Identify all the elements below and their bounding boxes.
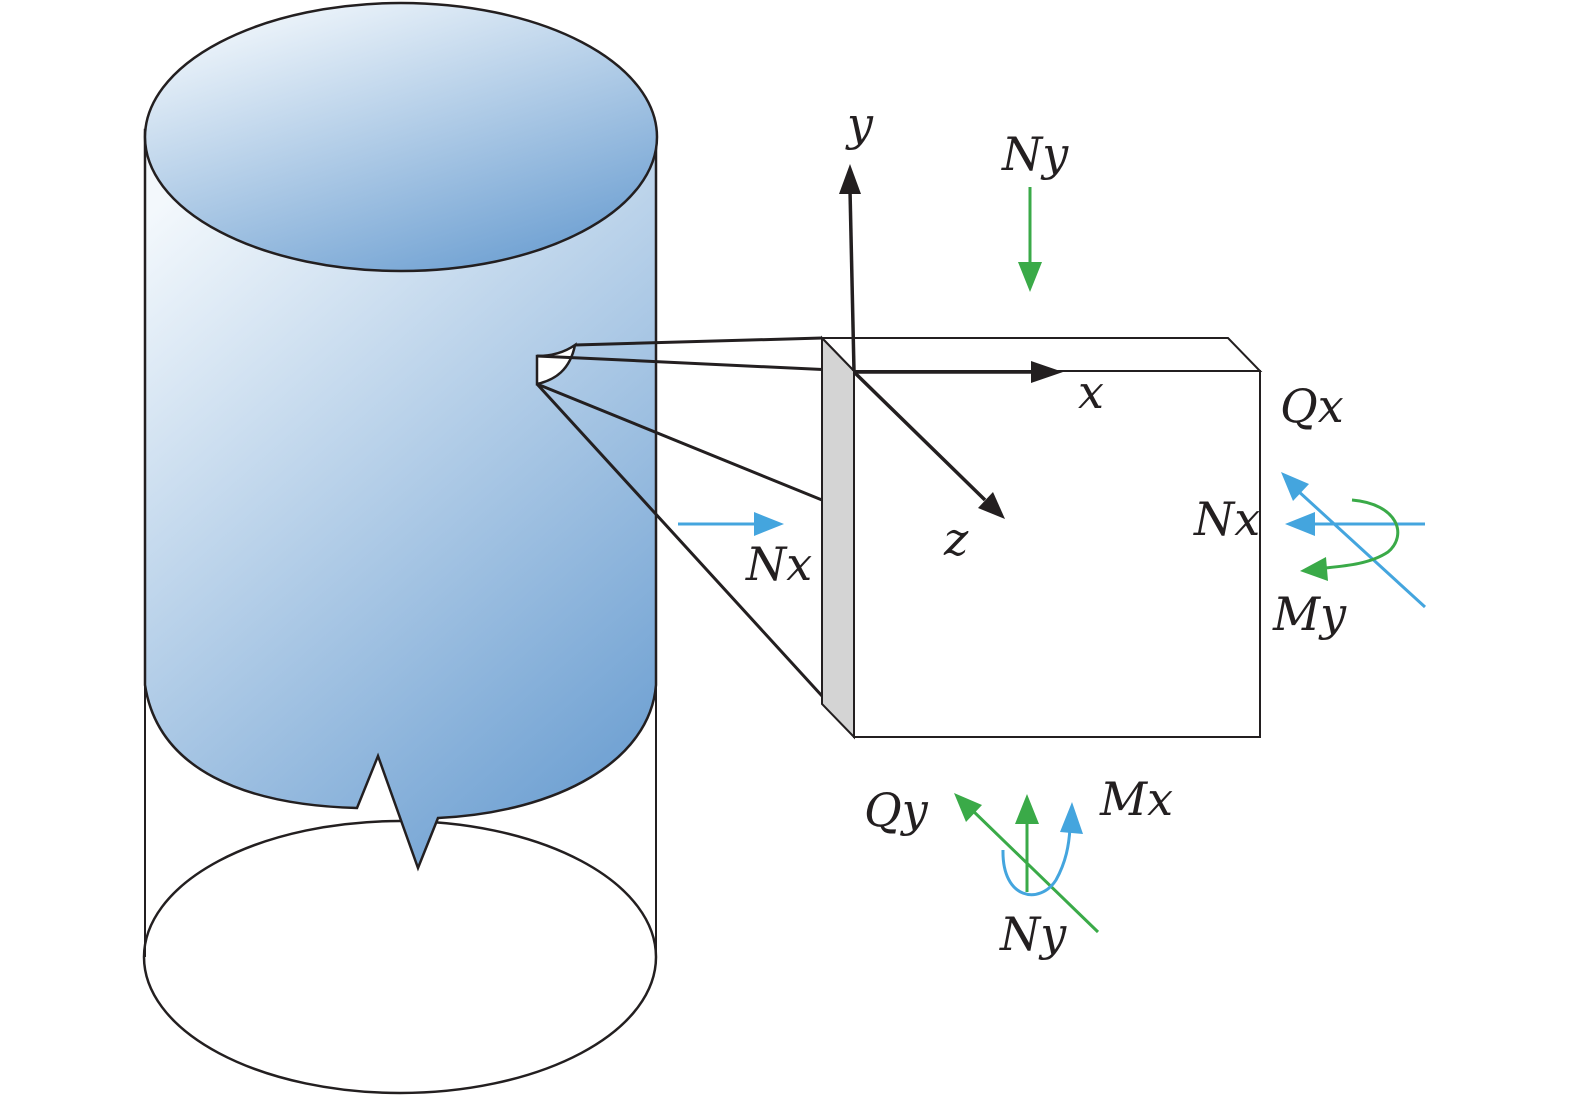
my-moment-curve (1324, 498, 1400, 570)
my-moment-arrowhead (1300, 557, 1328, 581)
coordinate-axes: y x z (839, 97, 1104, 566)
ny-top-arrowhead (1018, 262, 1042, 292)
axis-label-z: z (943, 512, 969, 566)
label-ny-top: Ny (1001, 127, 1069, 181)
label-nx-right: Nx (1193, 492, 1260, 546)
qx-arrowhead (1281, 472, 1309, 501)
bottom-edge-forces: Qy Mx Ny (864, 772, 1173, 961)
y-axis-line (848, 189, 856, 372)
cylinder-tank (142, 1, 659, 1095)
label-ny-bottom: Ny (999, 907, 1067, 961)
label-my: My (1272, 587, 1347, 641)
shell-element-panel (819, 335, 1263, 740)
mx-moment-curve (1001, 827, 1072, 897)
tank-top-ellipse (143, 1, 659, 273)
label-qx: Qx (1280, 379, 1344, 433)
label-qy: Qy (864, 783, 929, 837)
ny-top-force: Ny (1001, 127, 1069, 292)
qy-arrowhead (954, 793, 982, 822)
nx-left-force: Nx (678, 512, 812, 591)
nx-left-arrowhead (754, 512, 784, 536)
qx-arrow-shaft (1295, 488, 1427, 609)
tank-bottom-ellipse (142, 819, 658, 1095)
projection-lines (535, 336, 856, 733)
axis-label-x: x (1078, 365, 1104, 419)
axis-label-y: y (845, 97, 874, 151)
right-edge-forces: Qx Nx My (1193, 379, 1427, 641)
z-axis-line (852, 370, 987, 502)
z-axis-arrowhead (978, 492, 1005, 519)
panel-side-face (821, 335, 855, 740)
panel-front-face (853, 370, 1261, 738)
tank-filled-body (143, 128, 658, 872)
nx-right-arrowhead (1285, 512, 1315, 536)
tank-wall-element (535, 342, 577, 386)
qy-arrow-shaft (968, 806, 1100, 934)
label-mx: Mx (1099, 772, 1173, 826)
x-axis-arrowhead (1031, 361, 1063, 383)
ny-bottom-arrowhead (1015, 794, 1039, 824)
label-nx-left: Nx (745, 537, 812, 591)
y-axis-arrowhead (839, 164, 861, 194)
mx-moment-arrowhead (1060, 802, 1083, 834)
